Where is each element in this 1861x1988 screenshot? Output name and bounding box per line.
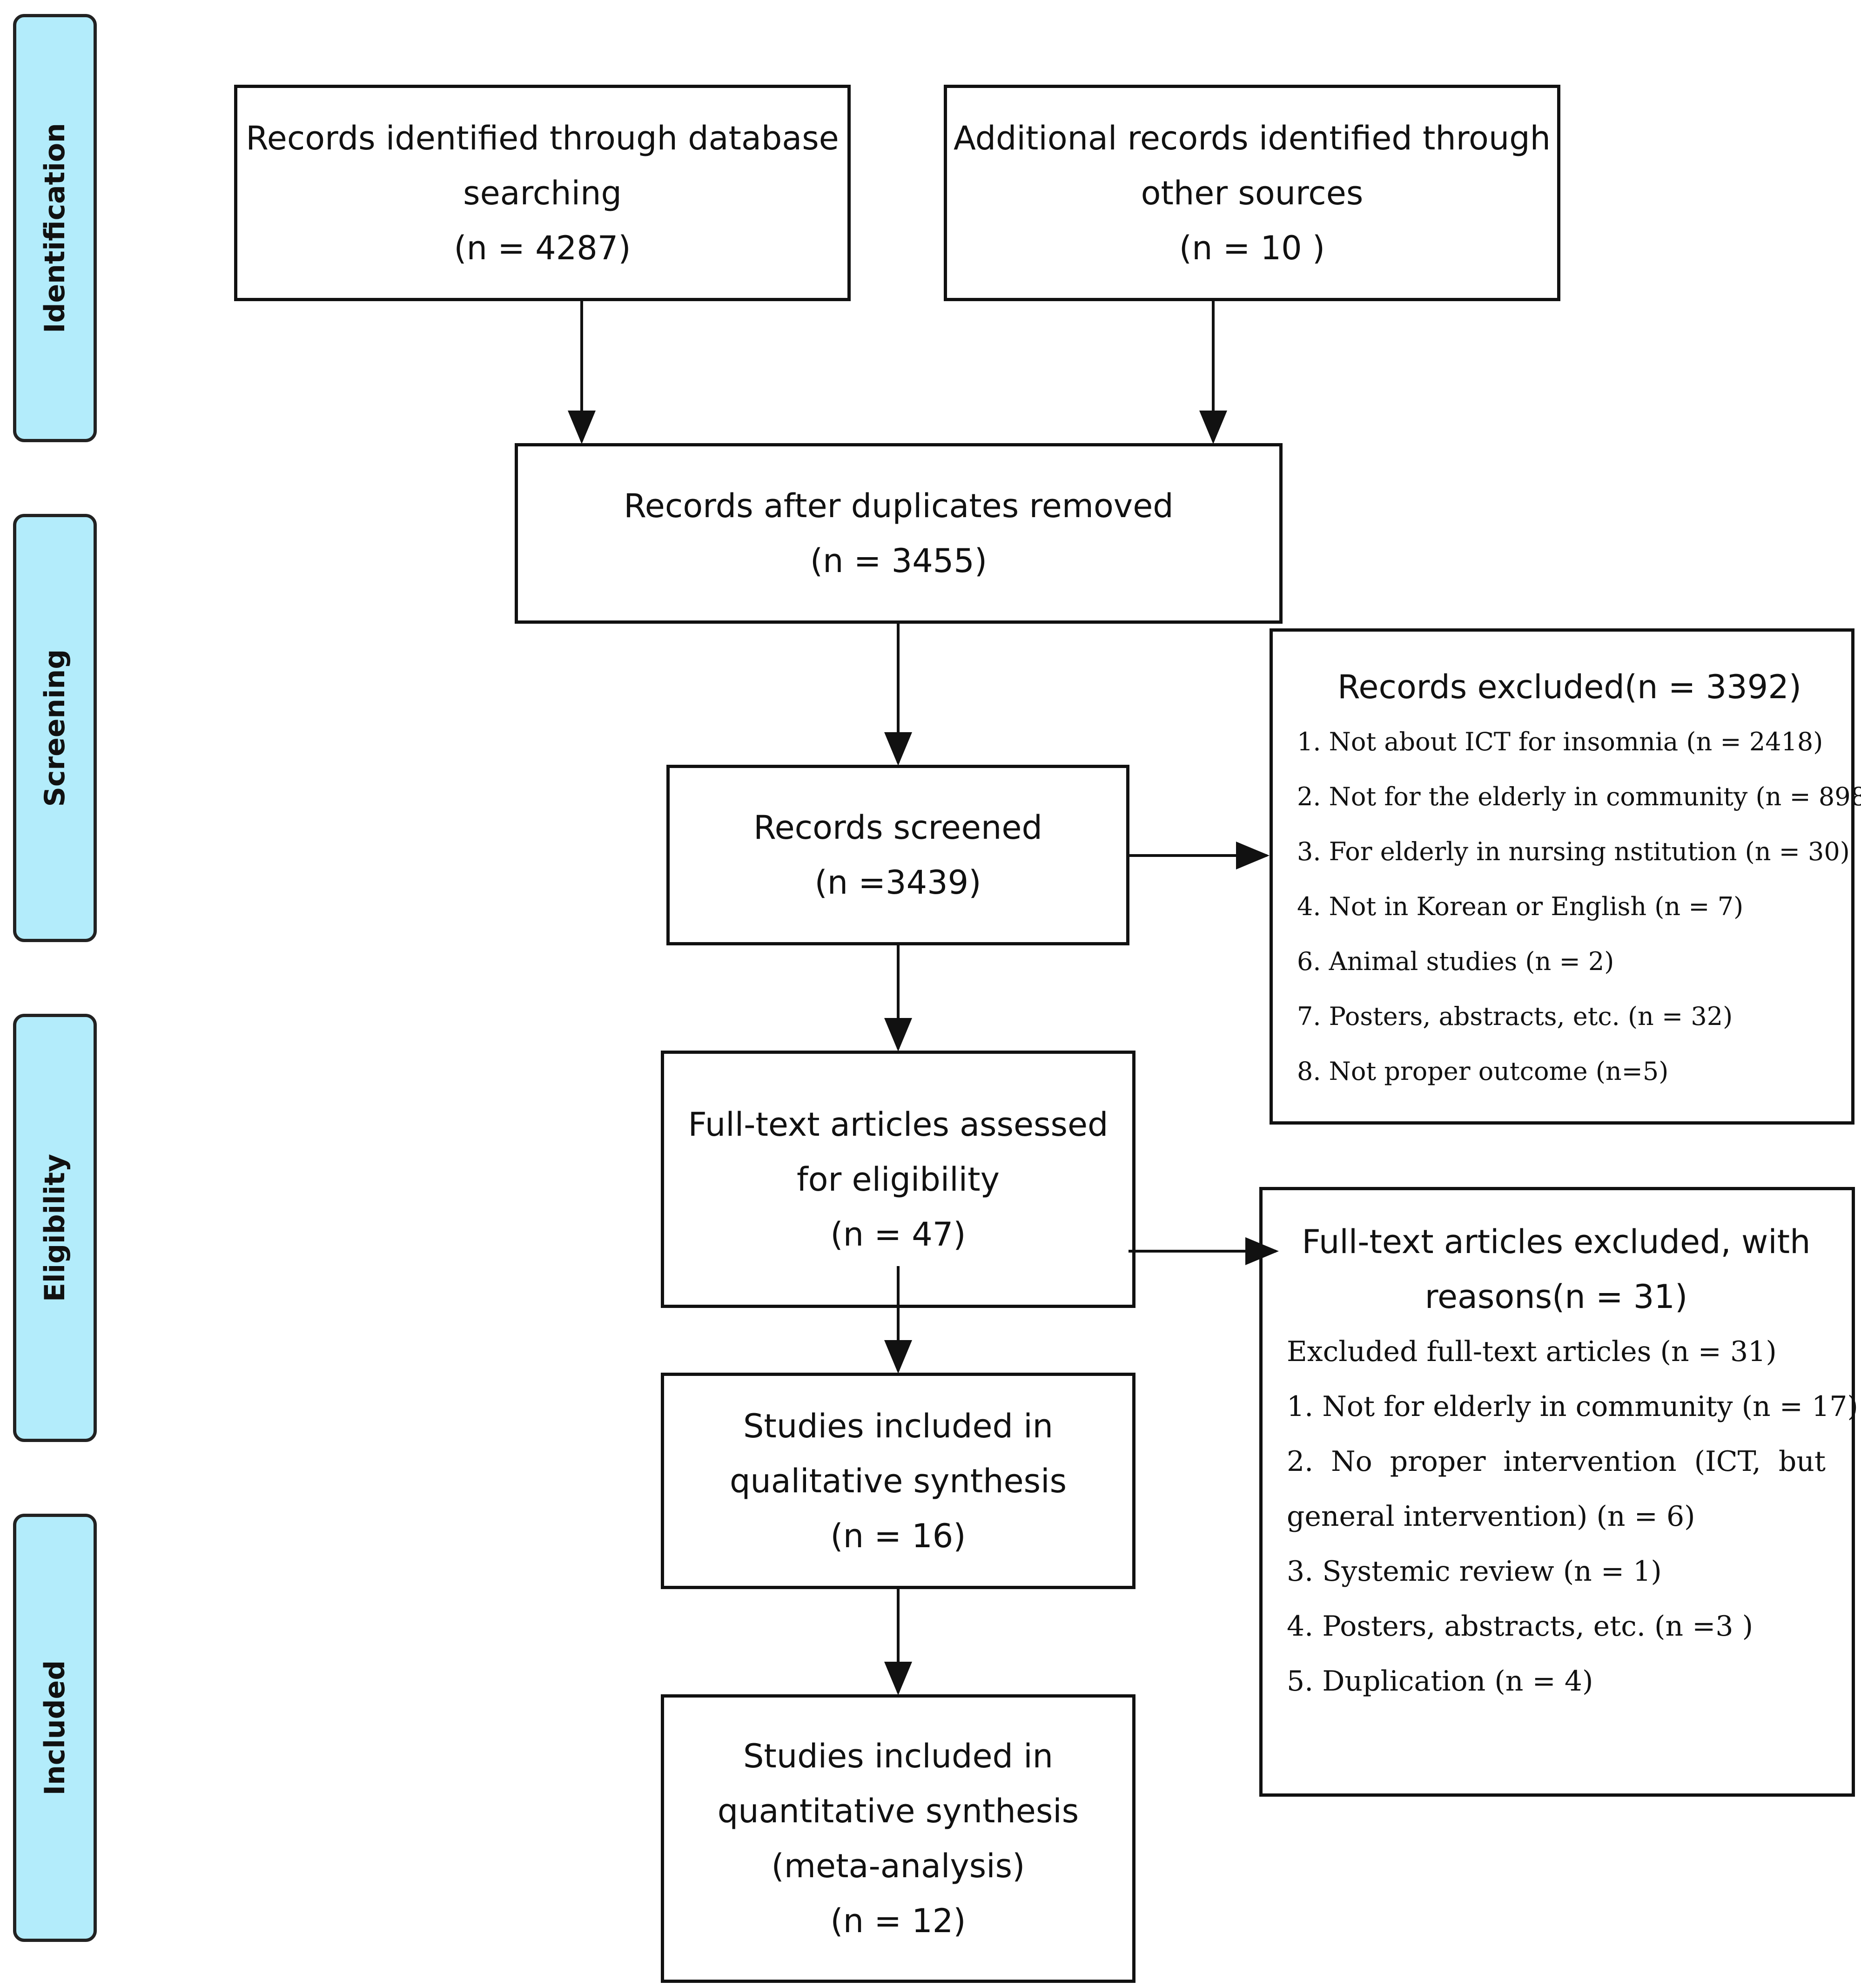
box-count: (n = 16): [830, 1516, 966, 1555]
box-count: (n = 3455): [810, 542, 988, 580]
box-line: qualitative synthesis: [729, 1462, 1067, 1500]
exclusion-reason: 3. For elderly in nursing nstitution (n …: [1297, 837, 1850, 866]
exclusion-reason: 6. Animal studies (n = 2): [1297, 947, 1614, 976]
exclusion-reason: Excluded full-text articles (n = 31): [1287, 1335, 1777, 1368]
box-count: (n = 10 ): [1179, 229, 1325, 267]
box-database-records: Records identified through database sear…: [234, 85, 851, 301]
box-line: Additional records identified through: [953, 119, 1551, 157]
box-line: Studies included in: [743, 1737, 1054, 1775]
box-other-sources: Additional records identified through ot…: [944, 85, 1560, 301]
box-records-screened: Records screened (n =3439): [666, 765, 1129, 945]
box-line: Studies included in: [743, 1407, 1054, 1445]
exclusion-reason: 1. Not about ICT for insomnia (n = 2418): [1297, 727, 1823, 756]
exclusion-reason: 8. Not proper outcome (n=5): [1297, 1057, 1669, 1086]
box-line: (meta-analysis): [771, 1847, 1025, 1885]
box-fulltext-assessed: Full-text articles assessed for eligibil…: [661, 1051, 1135, 1308]
exclusion-reason: 4. Not in Korean or English (n = 7): [1297, 892, 1744, 921]
box-line: Records identified through database: [246, 119, 839, 157]
box-line: Full-text articles assessed: [688, 1105, 1109, 1144]
stage-eligibility: Eligibility: [13, 1014, 97, 1442]
box-fulltext-excluded: Full-text articles excluded, with reason…: [1259, 1187, 1858, 1797]
box-count: (n = 12): [830, 1902, 966, 1940]
box-line: searching: [463, 174, 622, 212]
exclusion-reason: 2. No proper intervention (ICT, but: [1287, 1445, 1826, 1478]
box-count: (n = 4287): [454, 229, 631, 267]
exclusion-reason: 5. Duplication (n = 4): [1287, 1665, 1593, 1698]
exclusion-reason: general intervention) (n = 6): [1287, 1500, 1695, 1533]
excluded-title: Records excluded(n = 3392): [1337, 668, 1802, 706]
box-count: (n =3439): [814, 863, 981, 902]
box-duplicates-removed: Records after duplicates removed (n = 34…: [515, 443, 1283, 624]
exclusion-reason: 2. Not for the elderly in community (n =…: [1297, 782, 1861, 811]
box-line: Records screened: [753, 809, 1042, 847]
exclusion-reason: 3. Systemic review (n = 1): [1287, 1555, 1662, 1588]
exclusion-reason: 4. Posters, abstracts, etc. (n =3 ): [1287, 1610, 1754, 1643]
box-line: for eligibility: [797, 1160, 1000, 1199]
box-records-excluded: Records excluded(n = 3392) 1. Not about …: [1270, 628, 1861, 1125]
stage-identification: Identification: [13, 14, 97, 442]
box-line: Records after duplicates removed: [624, 487, 1174, 525]
exclusion-reason: 1. Not for elderly in community (n = 17): [1287, 1390, 1858, 1423]
excluded-title: reasons(n = 31): [1424, 1278, 1688, 1316]
box-count: (n = 47): [830, 1215, 966, 1253]
exclusion-reason: 7. Posters, abstracts, etc. (n = 32): [1297, 1002, 1733, 1031]
stage-screening: Screening: [13, 514, 97, 942]
stage-included: Included: [13, 1514, 97, 1942]
box-quantitative-synthesis: Studies included in quantitative synthes…: [661, 1694, 1135, 1983]
box-qualitative-synthesis: Studies included in qualitative synthesi…: [661, 1373, 1135, 1589]
box-line: quantitative synthesis: [717, 1792, 1079, 1830]
excluded-title: Full-text articles excluded, with: [1302, 1223, 1811, 1261]
box-line: other sources: [1141, 174, 1364, 212]
